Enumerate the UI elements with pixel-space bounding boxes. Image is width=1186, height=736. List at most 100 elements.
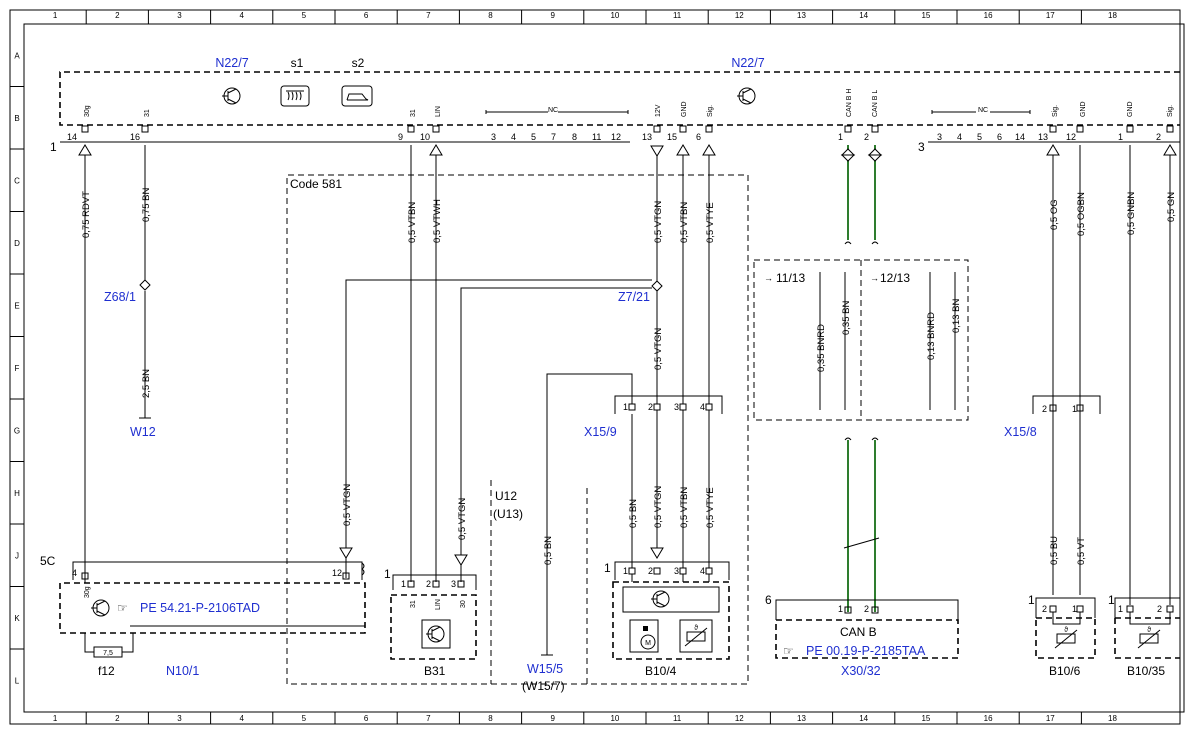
arrow-up-icon <box>429 144 443 156</box>
grid-col-label: 15 <box>921 714 930 723</box>
motor-box <box>629 619 659 653</box>
n10-connector-number: 5C <box>40 554 56 568</box>
u12-label: U12 <box>495 489 517 503</box>
grid-col-label: 18 <box>1108 714 1117 723</box>
n10-1-box <box>59 582 366 634</box>
pin-13-sig: 13 <box>1038 132 1048 142</box>
pin-6: 6 <box>696 132 701 142</box>
b10-4-connector <box>614 561 730 580</box>
n22-7-box <box>59 71 1180 126</box>
motor-label: M <box>645 640 651 647</box>
wire-vtgn-b31 <box>460 287 652 555</box>
frame-outer <box>9 9 1181 725</box>
thermistor-icon <box>686 631 706 642</box>
nc-pin: 12 <box>611 132 621 142</box>
x15-8-pin-1: 1 <box>1072 404 1077 414</box>
wire-label-og: 0,5 OG <box>1049 199 1060 230</box>
b10-4-box <box>612 581 730 660</box>
wire-label-vtbn-top: 0,5 VTBN <box>407 202 418 243</box>
twisted-pair-icon <box>843 537 880 549</box>
nc-label-left: NC <box>548 107 558 114</box>
b10-35-box <box>1114 617 1180 659</box>
splice-z7-icon <box>651 280 663 292</box>
wire-label-rdvt: 0,75 RDVT <box>81 191 92 238</box>
b10-4-pin: 1 <box>623 566 628 576</box>
wire-vtgn-left <box>345 279 652 548</box>
wire-bn-w15 <box>546 373 633 655</box>
n22-7-label-right: N22/7 <box>731 56 764 70</box>
pin-squares <box>81 125 1174 133</box>
nc-pin: 5 <box>531 132 536 142</box>
arrow-up-icon <box>702 144 716 156</box>
grid-col-label: 9 <box>550 11 555 20</box>
b10-35-loop <box>1129 612 1171 625</box>
theta-label: ϑ <box>1147 627 1151 634</box>
pin-13-name: 12V <box>655 104 662 117</box>
can-branch-wires <box>819 272 956 410</box>
sensor-box <box>421 619 451 649</box>
z7-21-label: Z7/21 <box>618 290 650 304</box>
x15-8-connector <box>1032 395 1101 414</box>
grid-col-label: 3 <box>177 714 182 723</box>
bidir-arrow-icon <box>840 148 856 162</box>
can-pe-reference[interactable]: PE 00.19-P-2185TAA <box>806 644 926 658</box>
grid-col-label: 17 <box>1046 11 1055 20</box>
pin-10: 10 <box>420 132 430 142</box>
grid-col-label: 6 <box>364 11 369 20</box>
pin-1-gnd: 1 <box>1118 132 1123 142</box>
pin-13: 13 <box>642 132 652 142</box>
n22-7-label-left: N22/7 <box>215 56 248 70</box>
grid-row-label: F <box>15 364 20 373</box>
grid-row-label: E <box>14 301 19 310</box>
hand-pointer-icon: ☞ <box>117 601 128 615</box>
wire-label-vtye-r: 0,5 VTYE <box>705 202 716 243</box>
arrow-down-icon <box>650 145 664 157</box>
b10-6-box <box>1035 617 1096 659</box>
grid-col-label: 6 <box>364 714 369 723</box>
x15-8-label: X15/8 <box>1004 425 1037 439</box>
grid-row-label: J <box>15 551 19 560</box>
pin-1-gnd-name: GND <box>1127 101 1134 117</box>
grid-col-label: 11 <box>673 714 682 723</box>
b10-4-pin: 2 <box>648 566 653 576</box>
grid-labels: 1122334455667788991010111112121313141415… <box>10 10 1117 724</box>
wire-label-vtbn-b10-4: 0,5 VTBN <box>679 487 690 528</box>
grid-col-label: 2 <box>115 714 120 723</box>
transistor-icon <box>91 599 110 617</box>
grid-col-label: 4 <box>239 714 244 723</box>
grid-col-label: 12 <box>735 714 744 723</box>
nc-pin: 14 <box>1015 132 1025 142</box>
b10-6-loop <box>1052 612 1081 625</box>
b10-6-pin-2: 2 <box>1042 604 1047 614</box>
arrow-down-icon <box>650 547 664 559</box>
grid-col-label: 17 <box>1046 714 1055 723</box>
pin-9: 9 <box>398 132 403 142</box>
grid-col-label: 5 <box>302 714 307 723</box>
pin-16: 16 <box>130 132 140 142</box>
pin-1-can-h-name: CAN B H <box>846 89 853 117</box>
grid-col-label: 7 <box>426 714 431 723</box>
n10-pe-reference[interactable]: PE 54.21-P-2106TAD <box>140 601 260 615</box>
x15-9-pin: 2 <box>648 402 653 412</box>
b31-pin-3-name: 30 <box>460 600 467 608</box>
n10-pin-4: 4 <box>72 568 77 578</box>
wire-label-vtgn-b10-4: 0,5 VTGN <box>653 486 664 528</box>
wire-label-bnrd-035: 0,35 BNRD <box>816 324 827 372</box>
b10-35-connector-number: 1 <box>1108 593 1115 607</box>
x30-32-label: X30/32 <box>841 664 881 678</box>
pin-2-sig: 2 <box>1156 132 1161 142</box>
grid-col-label: 10 <box>610 11 619 20</box>
vehicle-icon <box>341 85 373 107</box>
break-icon <box>361 562 365 576</box>
b31-pin-2: 2 <box>426 579 431 589</box>
nc-pin: 11 <box>592 132 601 142</box>
arrow-down-icon <box>454 554 468 566</box>
b10-4-label: B10/4 <box>645 664 677 678</box>
pin-15-name: GND <box>681 101 688 117</box>
x30-pin-1: 1 <box>838 604 843 614</box>
wire-label-bn-035: 0,35 BN <box>841 301 852 335</box>
wire-label-bnrd-013: 0,13 BNRD <box>926 312 937 360</box>
grid-col-label: 18 <box>1108 11 1117 20</box>
grid-col-label: 4 <box>239 11 244 20</box>
